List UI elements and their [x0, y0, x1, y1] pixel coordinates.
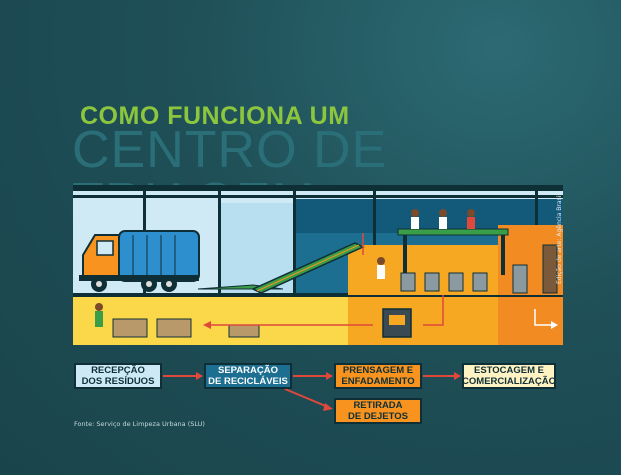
step-estocagem-line2: COMERCIALIZAÇÃO	[462, 376, 556, 387]
step-recepcao-line2: DOS RESÍDUOS	[81, 376, 155, 387]
step-separacao-line2: DE RECICLÁVEIS	[208, 376, 288, 387]
step-estocagem-line1: ESTOCAGEM E	[473, 365, 545, 376]
facility-illustration	[73, 185, 563, 345]
title-line1: COMO FUNCIONA UM	[80, 102, 350, 130]
step-recepcao-line1: RECEPÇÃO	[91, 365, 145, 376]
step-retirada-line2: DE DEJETOS	[347, 411, 408, 422]
step-prensagem-line1: PRENSAGEM E	[342, 365, 414, 376]
step-retirada-line1: RETIRADA	[353, 400, 403, 411]
step-prensagem-line2: ENFADAMENTO	[341, 376, 415, 387]
source-note: Fonte: Serviço de Limpeza Urbana (SLU)	[74, 420, 205, 428]
step-separacao-line1: SEPARAÇÃO	[218, 365, 278, 376]
